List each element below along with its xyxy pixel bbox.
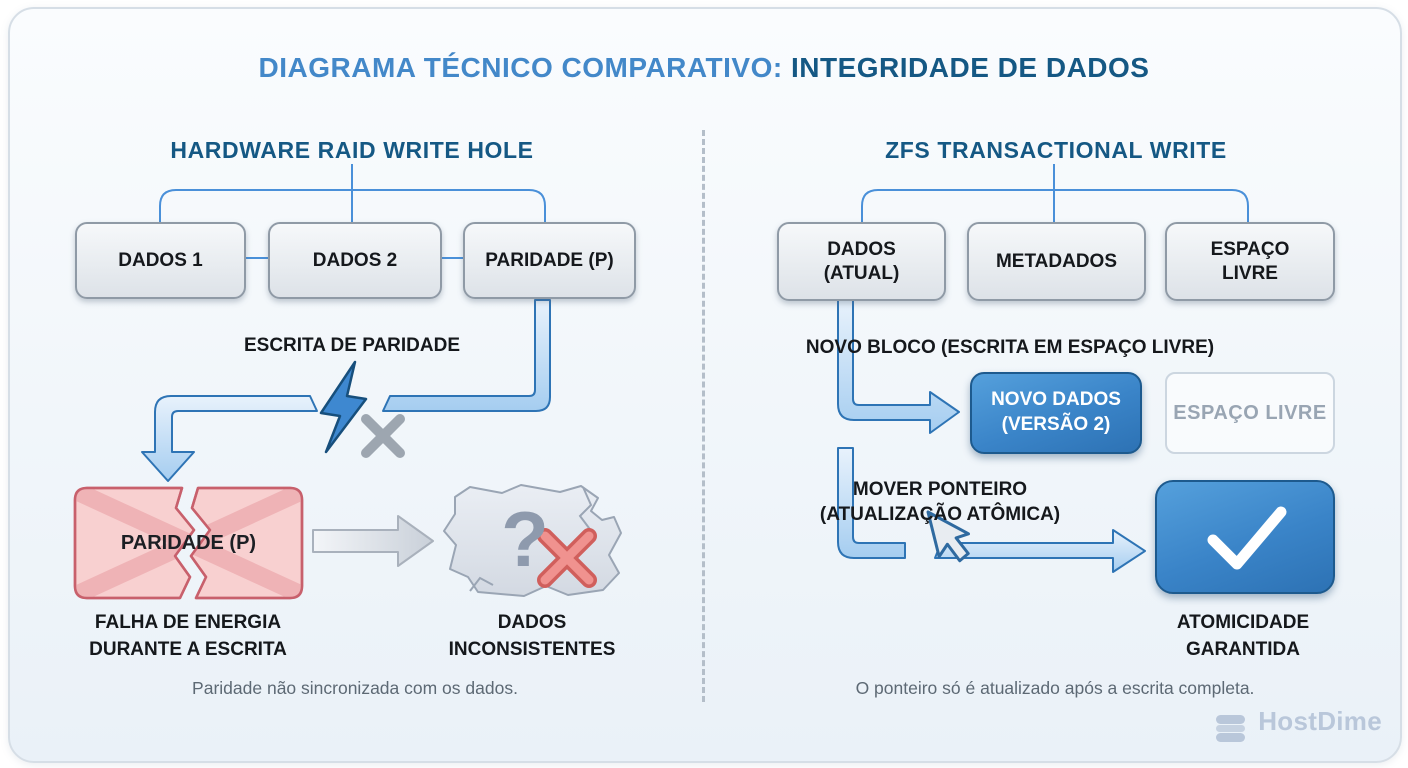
x-mark-icon: [361, 414, 405, 458]
label-line: DADOS: [497, 612, 567, 633]
label-line: FALHA DE ENERGIA: [94, 612, 282, 633]
bracket-right: [861, 164, 1249, 222]
right-section-header: ZFS TRANSACTIONAL WRITE: [885, 137, 1227, 163]
label-line: MOVER PONTEIRO: [852, 479, 1028, 500]
parity-write-label: ESCRITA DE PARIDADE: [243, 335, 461, 356]
right-caption: O ponteiro só é atualizado após a escrit…: [855, 678, 1255, 698]
node-paridade: PARIDADE (P): [463, 222, 636, 299]
node-atomicidade-check: [1155, 480, 1335, 594]
node-label: DADOS 2: [312, 249, 398, 271]
node-novo-dados: NOVO DADOS (VERSÃO 2): [970, 372, 1142, 454]
bracket-left: [159, 164, 546, 259]
left-section-header: HARDWARE RAID WRITE HOLE: [170, 137, 534, 163]
brand-name: HostDime: [1258, 706, 1382, 736]
pipe-pointer: [837, 447, 1146, 573]
node-espaco-livre-ghost: ESPAÇO LIVRE: [1165, 372, 1335, 454]
error-x-icon: [537, 528, 597, 588]
label-line: (ATUALIZAÇÃO ATÔMICA): [819, 503, 1061, 525]
node-label: PARIDADE (P): [485, 249, 614, 271]
node-label: (VERSÃO 2): [1001, 414, 1111, 435]
question-mark: ?: [501, 494, 549, 583]
label-line: INCONSISTENTES: [448, 638, 616, 660]
label-line: DURANTE A ESCRITA: [89, 638, 287, 660]
lightning-icon: [319, 360, 368, 454]
node-label: ESPAÇO: [1210, 238, 1290, 260]
failure-label: FALHA DE ENERGIA DURANTE A ESCRITA: [89, 610, 287, 663]
atomicity-label: ATOMICIDADE GARANTIDA: [1177, 610, 1309, 663]
node-espaco-livre: ESPAÇO LIVRE: [1165, 222, 1335, 301]
hostdime-logo: HostDime: [1216, 706, 1382, 737]
broken-parity-label: PARIDADE (P): [120, 531, 257, 554]
node-label: (ATUAL): [823, 262, 900, 284]
node-label: DADOS 1: [118, 249, 203, 271]
move-pointer-label: MOVER PONTEIRO (ATUALIZAÇÃO ATÔMICA): [820, 478, 1060, 527]
page-title: DIAGRAMA TÉCNICO COMPARATIVO: INTEGRIDAD…: [0, 52, 1408, 84]
pipe-new-block: [837, 299, 960, 434]
node-label: METADADOS: [995, 250, 1118, 272]
left-caption: Paridade não sincronizada com os dados.: [192, 678, 518, 698]
cursor-icon: [926, 510, 970, 563]
title-highlight: INTEGRIDADE DE DADOS: [791, 52, 1150, 83]
new-block-label: NOVO BLOCO (ESCRITA EM ESPAÇO LIVRE): [805, 337, 1215, 358]
title-prefix: DIAGRAMA TÉCNICO COMPARATIVO:: [258, 52, 783, 83]
gray-arrow: [312, 515, 434, 567]
node-dados-2: DADOS 2: [268, 222, 442, 299]
hostdime-layers-icon: [1216, 715, 1245, 742]
node-label: DADOS: [827, 238, 896, 260]
section-divider: [702, 130, 705, 702]
inconsistent-data-label: DADOS INCONSISTENTES: [449, 610, 616, 663]
node-label: LIVRE: [1222, 262, 1278, 284]
label-line: GARANTIDA: [1185, 638, 1300, 660]
node-label: NOVO DADOS: [991, 389, 1121, 411]
node-metadados: METADADOS: [967, 222, 1146, 301]
check-icon: [1207, 506, 1287, 570]
label-line: ATOMICIDADE: [1176, 612, 1310, 633]
pipe-parity-write: [141, 299, 551, 482]
node-dados-1: DADOS 1: [75, 222, 246, 299]
node-dados-atual: DADOS (ATUAL): [777, 222, 946, 301]
